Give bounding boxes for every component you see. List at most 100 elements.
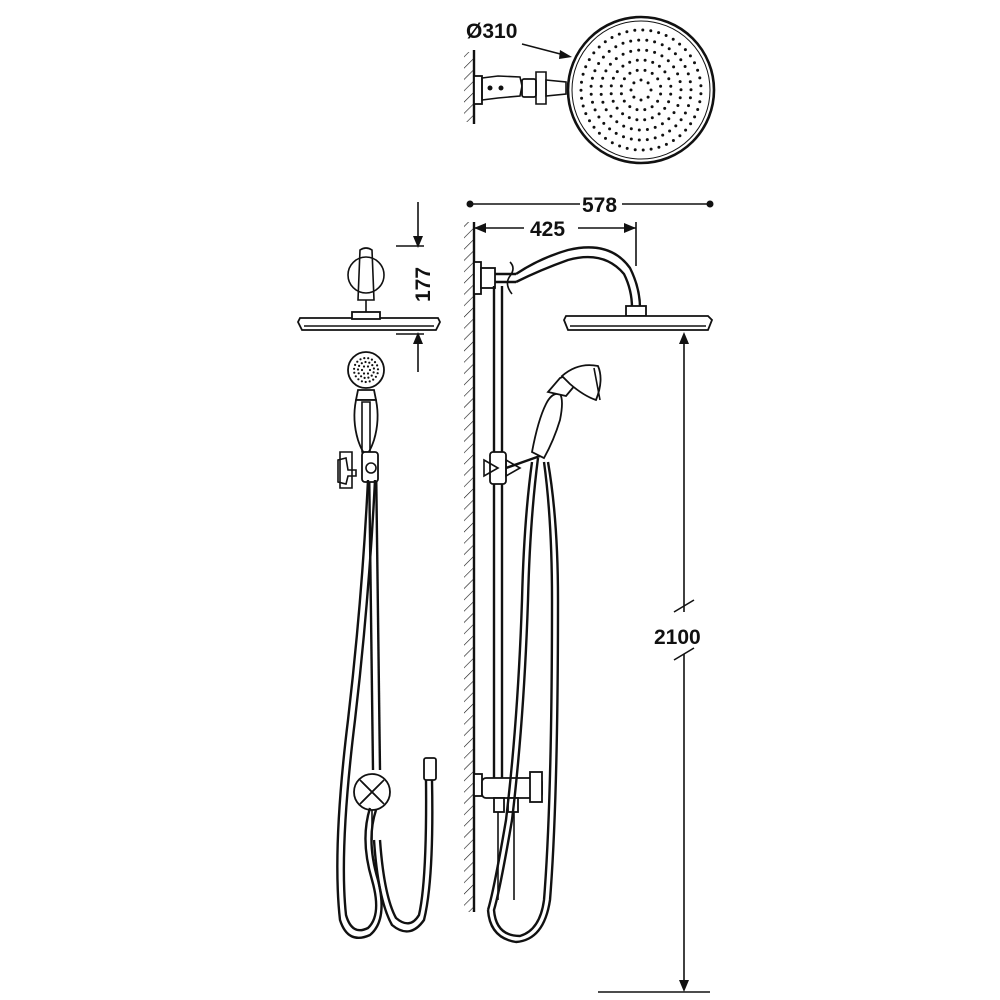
hand-nozzle-dot [357, 372, 360, 375]
hand-nozzle-dot [370, 374, 373, 377]
nozzle-dot [581, 104, 585, 108]
nozzle-dot [615, 70, 619, 74]
hand-nozzle-dot [363, 376, 366, 379]
hand-nozzle-dot [353, 371, 356, 374]
nozzle-dot [588, 119, 591, 123]
nozzle-dot [614, 57, 618, 61]
nozzle-dot [597, 62, 601, 65]
rail-side [492, 286, 504, 780]
nozzle-dot [653, 40, 657, 44]
rain-head-side [563, 305, 714, 331]
nozzle-dot [610, 141, 614, 145]
hand-nozzle-dot [353, 367, 356, 370]
nozzle-dot [610, 36, 614, 39]
hand-nozzle-dot [372, 367, 375, 370]
nozzle-dot [599, 84, 603, 88]
nozzle-dot [609, 92, 613, 96]
hand-nozzle-dot [362, 365, 366, 368]
nozzle-dot [650, 116, 654, 120]
nozzle-dot [653, 125, 657, 129]
nozzle-dot [643, 68, 647, 72]
nozzle-dot [679, 58, 683, 62]
rain-head-front [296, 311, 442, 331]
dimension-177: 177 [396, 202, 435, 372]
nozzle-dot [698, 100, 702, 104]
nozzle-dot [604, 108, 608, 112]
hand-nozzle-dot [376, 372, 379, 375]
nozzle-dot [592, 51, 596, 55]
nozzle-dot [653, 50, 657, 54]
hand-nozzle-dot [360, 362, 363, 365]
hand-nozzle-dot [362, 372, 366, 375]
nozzle-dot [669, 84, 673, 88]
nozzle-dot [635, 108, 639, 112]
nozzle-dot [671, 37, 675, 41]
dimension-425: 425 [474, 218, 637, 266]
nozzle-dot [678, 96, 682, 100]
nozzle-dot [645, 128, 649, 131]
hand-nozzle-dot [354, 363, 357, 366]
nozzle-dot [656, 99, 660, 103]
nozzle-dot [667, 77, 671, 81]
nozzle-dot [604, 69, 608, 73]
gooseneck-arm [515, 246, 642, 309]
nozzle-dot [621, 52, 625, 56]
nozzle-dot [579, 88, 583, 92]
hand-nozzle-dot [373, 361, 377, 364]
hand-nozzle-dot [359, 358, 362, 361]
nozzle-dot [617, 32, 621, 36]
nozzle-dot [668, 129, 672, 133]
nozzle-dot [669, 92, 673, 96]
nozzle-dot [663, 70, 667, 74]
nozzle-dot [679, 88, 683, 92]
nozzle-dot [621, 41, 625, 45]
head-height-label: 177 [412, 267, 435, 302]
nozzle-dot [699, 92, 703, 96]
nozzle-dot [593, 108, 597, 112]
nozzle-dot [609, 84, 613, 88]
hand-nozzle-dot [376, 368, 380, 371]
nozzle-dot [645, 138, 649, 142]
nozzle-dot [657, 64, 661, 68]
hand-nozzle-dot [368, 361, 371, 364]
nozzle-dot [625, 146, 629, 150]
nozzle-dot [618, 144, 622, 148]
nozzle-dot [621, 64, 625, 68]
nozzle-dot [637, 138, 641, 142]
nozzle-dot [671, 139, 675, 142]
nozzle-dot [629, 49, 633, 53]
hand-nozzle-dot [363, 357, 366, 360]
nozzle-dot [645, 38, 649, 42]
nozzle-dots [579, 28, 703, 152]
nozzle-dot [609, 114, 613, 118]
total-height-label: 2100 [654, 626, 701, 649]
hose-side [486, 457, 560, 944]
hand-shower-front [347, 351, 385, 457]
nozzle-dot [619, 84, 623, 88]
hand-nozzle-dot [374, 375, 377, 378]
slider-cross-valve [337, 451, 379, 489]
nozzle-dot [632, 81, 636, 85]
nozzle-dot [625, 30, 629, 34]
nozzle-dot [580, 96, 584, 100]
nozzle-dot [641, 148, 645, 152]
nozzle-dot [633, 148, 637, 152]
nozzle-dot [686, 72, 690, 76]
nozzle-dot [603, 40, 607, 44]
nozzle-dot [611, 76, 615, 80]
nozzle-dot [664, 142, 668, 146]
nozzle-dot [678, 80, 682, 84]
nozzle-dot [628, 105, 632, 109]
nozzle-dot [651, 60, 655, 64]
nozzle-dot [666, 59, 670, 63]
hand-nozzle-dot [368, 380, 371, 383]
nozzle-dot [593, 69, 597, 73]
nozzle-dot [592, 125, 596, 129]
nozzle-dot [664, 34, 668, 37]
hand-shower-dots [353, 357, 380, 384]
hand-nozzle-dot [366, 365, 370, 368]
top-wall [464, 50, 476, 124]
hand-nozzle-dot [372, 371, 375, 374]
nozzle-dot [601, 76, 605, 80]
overall-reach-label: 578 [582, 194, 617, 217]
